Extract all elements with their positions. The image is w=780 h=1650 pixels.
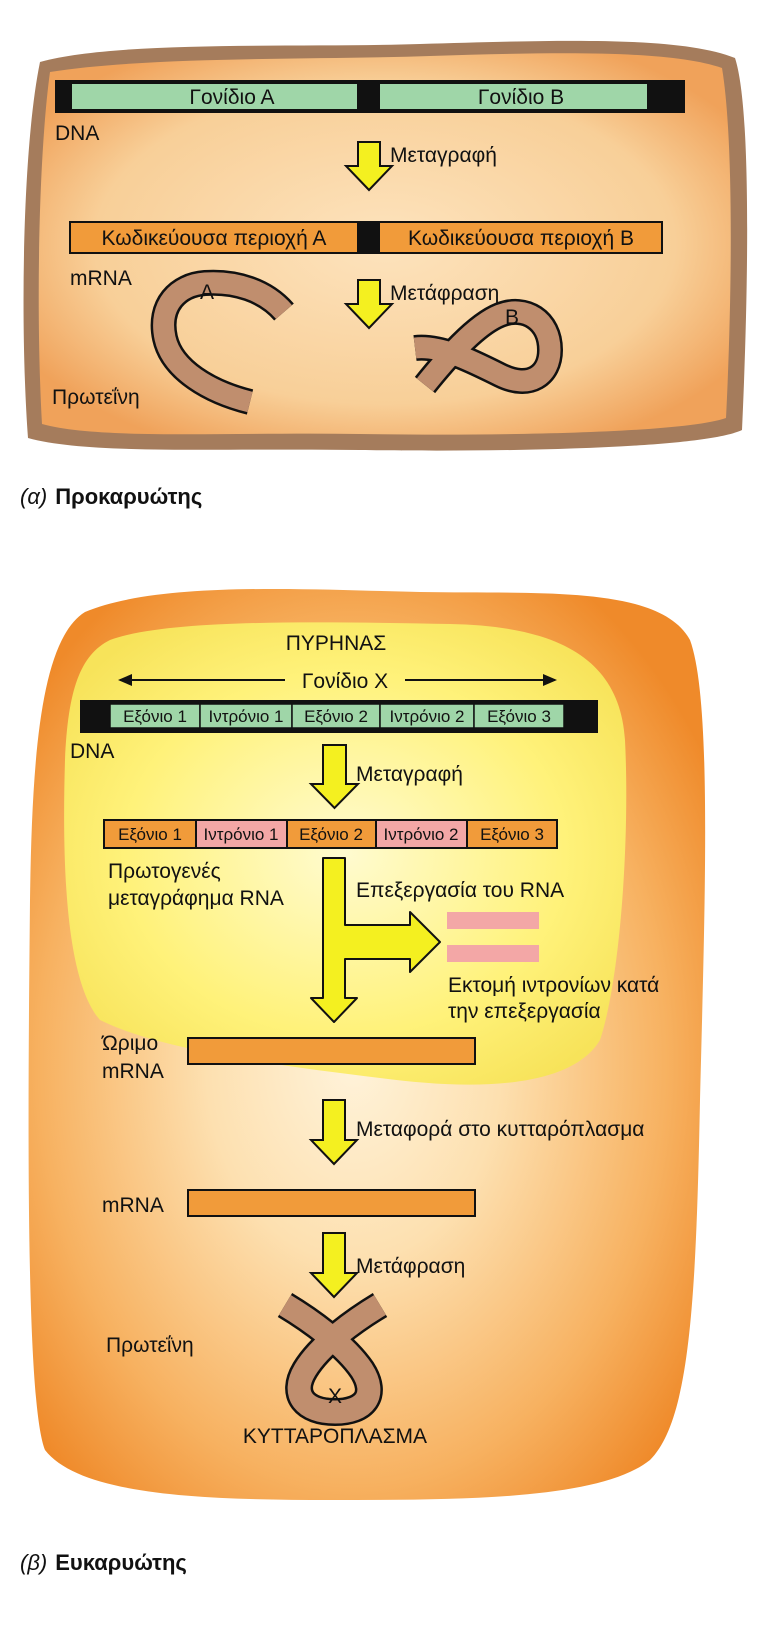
prok-protein-label: Πρωτεΐνη <box>52 386 140 409</box>
protein-b-shape <box>413 298 564 394</box>
protein-a-shape <box>150 269 294 415</box>
prokaryote-dna-bar: Γονίδιο Α Γονίδιο Β <box>55 80 685 113</box>
prok-translation-label: Μετάφραση <box>390 282 499 305</box>
transport-label: Μεταφορά στο κυτταρόπλασμα <box>356 1118 644 1141</box>
rna-processing-label: Επεξεργασία του RNA <box>356 879 564 902</box>
euk-transcription-label: Μεταγραφή <box>356 763 463 786</box>
protein-a-letter: Α <box>200 281 214 304</box>
rna-segment-1: Εξόνιο 1 <box>118 825 182 844</box>
euk-transcription-arrow <box>308 744 361 810</box>
coding-b-segment <box>380 223 661 252</box>
excised-intron-1 <box>447 912 539 929</box>
protein-x-shape <box>277 1292 388 1426</box>
dna-segment-1: Εξόνιο 1 <box>123 707 187 726</box>
cytoplasm-label: ΚΥΤΤΑΡΟΠΛΑΣΜΑ <box>243 1425 427 1448</box>
rna-segment-4: Ιντρόνιο 2 <box>384 825 459 844</box>
euk-translation-arrow <box>308 1232 360 1299</box>
mature-mrna-label-2: mRNA <box>102 1060 164 1083</box>
rna-segment-2: Ιντρόνιο 1 <box>204 825 279 844</box>
prokaryote-mrna-bar: Κωδικεύουσα περιοχή Α Κωδικεύουσα περιοχ… <box>69 221 663 254</box>
cyto-mrna-label: mRNA <box>102 1194 164 1217</box>
mature-mrna-bar <box>187 1037 476 1065</box>
euk-dna-label: DNA <box>70 740 114 763</box>
caption-prokaryote: (α)Προκαρυώτης <box>20 484 202 509</box>
caption-eukaryote: (β)Ευκαρυώτης <box>20 1550 187 1575</box>
primary-transcript-label-1: Πρωτογενές <box>108 860 221 883</box>
gene-x-span-arrow <box>118 674 557 686</box>
coding-a-label: Κωδικεύουσα περιοχή Α <box>102 227 327 250</box>
excision-label-2: την επεξεργασία <box>448 1000 601 1023</box>
rna-segment-5: Εξόνιο 3 <box>480 825 544 844</box>
cyto-mrna-bar <box>187 1189 476 1217</box>
euk-protein-label: Πρωτεΐνη <box>106 1334 194 1357</box>
gene-b-segment <box>380 84 647 109</box>
primary-transcript-label-2: μεταγράφημα RNA <box>108 887 284 910</box>
excision-label-1: Εκτομή ιντρονίων κατά <box>448 974 659 997</box>
gene-a-segment <box>72 84 357 109</box>
coding-a-segment <box>71 223 357 252</box>
prok-translation-arrow <box>343 279 395 330</box>
euk-translation-label: Μετάφραση <box>356 1255 465 1278</box>
gene-x-label: Γονίδιο Χ <box>302 670 388 693</box>
coding-b-label: Κωδικεύουσα περιοχή Β <box>408 227 634 250</box>
rna-segment-3: Εξόνιο 2 <box>299 825 363 844</box>
rna-processing-arrow <box>310 857 441 1023</box>
excised-intron-2 <box>447 945 539 962</box>
gene-b-label: Γονίδιο Β <box>478 86 564 109</box>
prok-transcription-label: Μεταγραφή <box>390 144 497 167</box>
protein-b-letter: Β <box>505 306 519 329</box>
mature-mrna-label-1: Ώριμο <box>101 1032 158 1055</box>
gene-a-label: Γονίδιο Α <box>189 86 274 109</box>
prok-transcription-arrow <box>343 141 395 192</box>
eukaryote-dna-bar: Εξόνιο 1 Ιντρόνιο 1 Εξόνιο 2 Ιντρόνιο 2 … <box>80 700 598 733</box>
primary-rna-bar: Εξόνιο 1 Ιντρόνιο 1 Εξόνιο 2 Ιντρόνιο 2 … <box>103 819 558 849</box>
dna-segment-4: Ιντρόνιο 2 <box>390 707 465 726</box>
transport-arrow <box>308 1099 360 1166</box>
nucleus-label: ΠΥΡΗΝΑΣ <box>286 632 387 655</box>
dna-segment-5: Εξόνιο 3 <box>487 707 551 726</box>
protein-x-letter: Χ <box>328 1385 342 1408</box>
prok-dna-label: DNA <box>55 122 99 145</box>
nucleus <box>64 622 627 1085</box>
dna-segment-3: Εξόνιο 2 <box>304 707 368 726</box>
dna-segment-2: Ιντρόνιο 1 <box>209 707 284 726</box>
prok-mrna-label: mRNA <box>70 267 132 290</box>
